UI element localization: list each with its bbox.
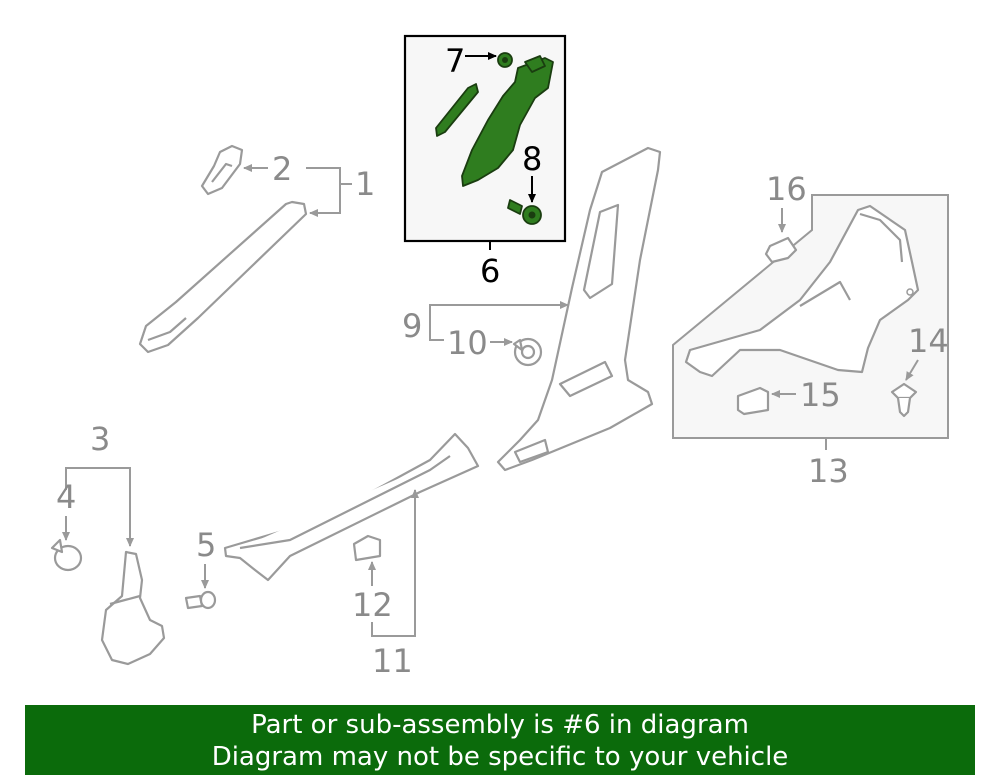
part-6-box[interactable]: 7 8 <box>403 34 567 243</box>
callout-5: 5 <box>196 526 216 564</box>
part-3-kick-panel[interactable] <box>100 550 166 666</box>
part-9-b-pillar[interactable] <box>496 146 662 472</box>
callout-14: 14 <box>908 322 949 360</box>
info-banner: Part or sub-assembly is #6 in diagram Di… <box>25 705 975 775</box>
callout-6: 6 <box>480 252 500 290</box>
banner-line-1: Part or sub-assembly is #6 in diagram <box>251 710 749 740</box>
part-15-clip[interactable] <box>736 386 770 416</box>
callout-2: 2 <box>272 150 292 188</box>
callout-10: 10 <box>447 324 488 362</box>
part-13-box[interactable] <box>672 194 949 439</box>
part-10-grommet[interactable] <box>512 337 543 367</box>
parts-diagram: 7 8 6 2 1 9 10 13 16 <box>50 34 949 680</box>
callout-1: 1 <box>355 165 375 203</box>
callout-8: 8 <box>522 140 542 178</box>
callout-12: 12 <box>352 586 393 624</box>
callout-16: 16 <box>766 170 807 208</box>
callout-3: 3 <box>90 420 110 458</box>
part-6-bracket[interactable] <box>461 57 554 187</box>
part-7-clip[interactable] <box>497 52 513 68</box>
part-1-pillar-trim[interactable] <box>138 200 308 354</box>
part-14-push-pin[interactable] <box>890 382 918 418</box>
callout-13: 13 <box>808 452 849 490</box>
part-6-strip[interactable] <box>435 83 479 137</box>
part-13-quarter-trim[interactable] <box>684 204 920 378</box>
callout-7: 7 <box>445 42 465 80</box>
part-2-clip[interactable] <box>200 144 244 196</box>
banner-line-2: Diagram may not be specific to your vehi… <box>211 742 789 772</box>
part-16-clip[interactable] <box>764 236 798 264</box>
callout-15: 15 <box>800 376 841 414</box>
part-8-screw[interactable] <box>507 199 542 225</box>
part-11-sill-plate[interactable] <box>223 432 480 582</box>
callout-11: 11 <box>372 642 413 680</box>
callout-4: 4 <box>56 478 76 516</box>
callout-9: 9 <box>402 307 422 345</box>
part-12-clip[interactable] <box>352 534 382 562</box>
part-5-screw[interactable] <box>184 590 217 610</box>
part-4-grommet[interactable] <box>50 538 83 572</box>
